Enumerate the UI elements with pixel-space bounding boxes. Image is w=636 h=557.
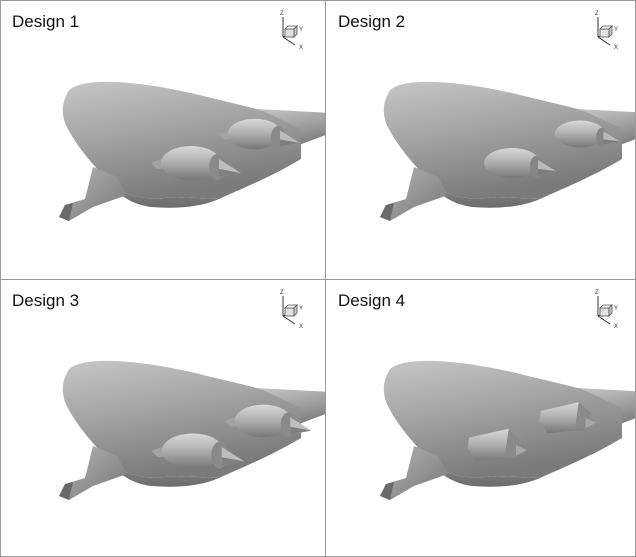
panel-design-4: Design 4 Z Y X	[325, 279, 636, 557]
axis-triad-icon: Z Y X	[595, 290, 618, 328]
panel-title: Design 4	[338, 291, 406, 310]
panel-design-1: Design 1 Z Y X	[0, 0, 326, 280]
axis-triad-icon: Z Y X	[280, 11, 303, 49]
axis-z-label: Z	[595, 11, 599, 17]
aircraft-render	[59, 81, 325, 221]
axis-z-label: Z	[595, 290, 599, 296]
axis-x-label: X	[299, 324, 303, 328]
axis-triad-icon: Z Y X	[595, 11, 618, 49]
aircraft-render	[380, 81, 635, 221]
axis-y-label: Y	[614, 306, 618, 312]
axis-y-label: Y	[614, 27, 618, 33]
axis-x-label: X	[299, 45, 303, 49]
axis-x-label: X	[614, 45, 618, 49]
panel-title: Design 2	[338, 12, 406, 31]
panel-design-2: Design 2 Z Y X	[325, 0, 636, 280]
axis-x-label: X	[614, 324, 618, 328]
axis-z-label: Z	[280, 11, 284, 17]
panel-title: Design 3	[12, 291, 80, 310]
aircraft-render	[380, 360, 635, 500]
axis-y-label: Y	[299, 27, 303, 33]
axis-z-label: Z	[280, 290, 284, 296]
panel-title: Design 1	[12, 12, 80, 31]
axis-y-label: Y	[299, 306, 303, 312]
aircraft-render	[59, 360, 325, 500]
axis-triad-icon: Z Y X	[280, 290, 303, 328]
panel-design-3: Design 3 Z Y X	[0, 279, 326, 557]
